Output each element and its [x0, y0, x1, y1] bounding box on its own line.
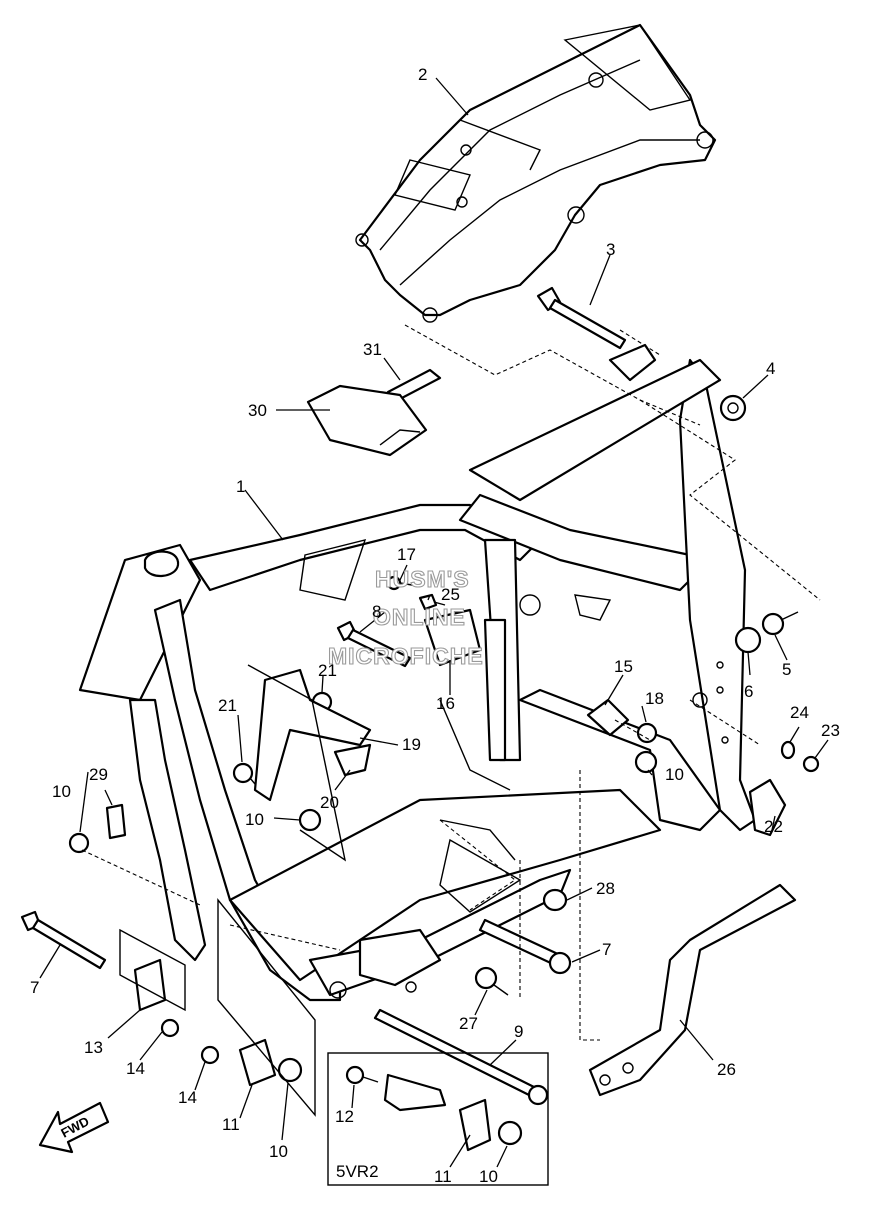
callout-11-inset: 11 [434, 1167, 452, 1186]
callout-27: 27 [459, 1014, 478, 1033]
callout-14-left: 14 [126, 1059, 145, 1078]
nut-part-10-left [68, 832, 90, 854]
callout-16: 16 [436, 694, 455, 713]
inset-5vr2-box: 5VR2 [327, 1052, 549, 1186]
callout-25: 25 [441, 585, 460, 604]
bolt-part-27 [474, 966, 509, 996]
callout-21-lower: 21 [218, 696, 237, 715]
callout-15: 15 [614, 657, 633, 676]
callout-20: 20 [320, 793, 339, 812]
callout-23: 23 [821, 721, 840, 740]
callout-9: 9 [514, 1022, 523, 1041]
bolt-part-14-lower [200, 1045, 220, 1065]
callout-3: 3 [606, 240, 615, 259]
main-frame-part [78, 343, 757, 1002]
callout-10-inset: 10 [479, 1167, 498, 1186]
nut-part-10-center [298, 808, 322, 832]
fwd-arrow-icon: FWD [38, 1101, 110, 1154]
callout-2: 2 [418, 65, 427, 84]
callout-21-upper: 21 [318, 661, 337, 680]
callout-12: 12 [335, 1107, 354, 1126]
nut-part-10-right [634, 750, 658, 774]
bolt-part-14-left [160, 1018, 180, 1038]
cover-part-30 [306, 384, 428, 457]
callout-7-right: 7 [602, 940, 611, 959]
callout-5: 5 [782, 660, 791, 679]
bracket-part-16 [423, 608, 482, 667]
bolt-part-3 [536, 286, 627, 350]
inset-label: 5VR2 [336, 1162, 379, 1181]
cap-part-28 [542, 888, 568, 912]
callout-17: 17 [397, 545, 416, 564]
callout-7-left: 7 [30, 978, 39, 997]
bolt-part-8 [336, 620, 412, 668]
callout-4: 4 [766, 359, 775, 378]
callout-30: 30 [248, 401, 267, 420]
nut-part-18 [636, 722, 658, 744]
leader-lines [39, 77, 829, 1168]
bolt-part-25 [418, 593, 446, 611]
callout-28: 28 [596, 879, 615, 898]
callout-10-center: 10 [245, 810, 264, 829]
watermark: HUSM'S ONLINE MICROFICHE [327, 565, 484, 669]
callout-10-left: 10 [52, 782, 71, 801]
watermark-line-3: MICROFICHE [328, 643, 484, 669]
callout-labels: 2 3 4 31 30 1 17 25 8 5 6 15 21 16 18 21… [30, 65, 840, 1186]
bracket-part-11-lower [238, 1038, 277, 1087]
watermark-line-1: HUSM'S [375, 566, 470, 592]
rod-part-9 [373, 1008, 549, 1106]
rear-fender-part [355, 23, 717, 323]
callout-29: 29 [89, 765, 108, 784]
washer-part-24 [780, 740, 796, 760]
callout-8: 8 [372, 602, 381, 621]
callout-6: 6 [744, 682, 753, 701]
callout-11-lower: 11 [222, 1115, 240, 1134]
pad-part-29 [105, 803, 127, 840]
cap-part-6 [734, 626, 762, 654]
nut-part-10-lower [277, 1057, 303, 1083]
callout-22: 22 [764, 817, 783, 836]
callout-1: 1 [236, 477, 245, 496]
callout-24: 24 [790, 703, 809, 722]
callout-19: 19 [402, 735, 421, 754]
bolt-part-7-right [478, 918, 572, 975]
callout-14-lower: 14 [178, 1088, 197, 1107]
nut-part-4 [719, 394, 747, 422]
callout-18: 18 [645, 689, 664, 708]
bolt-part-5 [761, 611, 799, 636]
bracket-part-22 [748, 778, 787, 837]
watermark-line-2: ONLINE [373, 604, 466, 630]
bracket-part-26 [588, 883, 797, 1097]
callout-10-right: 10 [665, 765, 684, 784]
bolt-part-17 [386, 575, 419, 591]
bracket-part-15 [586, 698, 630, 737]
bolt-part-23 [802, 755, 820, 773]
callout-31: 31 [363, 340, 382, 359]
bolt-part-7-left [20, 910, 107, 970]
plate-part-20 [333, 743, 372, 777]
callout-10-lower: 10 [269, 1142, 288, 1161]
callout-13: 13 [84, 1038, 103, 1057]
bracket-part-19 [253, 668, 372, 802]
callout-26: 26 [717, 1060, 736, 1079]
